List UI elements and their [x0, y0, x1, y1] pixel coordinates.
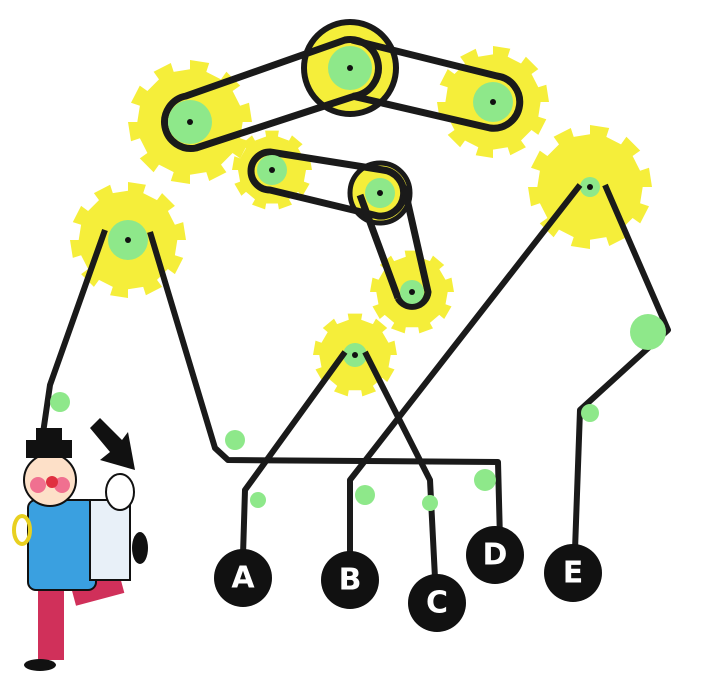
endpoint-circle: [214, 549, 272, 607]
belts: [161, 36, 524, 310]
endpoint-circle: [466, 526, 524, 584]
belt-middle: [247, 148, 408, 220]
clown-figure: [12, 418, 148, 671]
axle-dot: [587, 184, 593, 190]
endpoint-c[interactable]: C: [408, 574, 466, 632]
endpoint-circle: [408, 574, 466, 632]
endpoint-label: B: [339, 563, 362, 598]
string-to-E: [572, 183, 671, 551]
green-dot: [581, 404, 599, 422]
axle-dot: [125, 237, 131, 243]
string-to-D: [147, 231, 503, 541]
green-dot: [630, 314, 666, 350]
axle-dot: [409, 289, 415, 295]
axle-dot: [490, 99, 496, 105]
endpoint-circle: [544, 544, 602, 602]
endpoint-labels: A B CD E: [214, 526, 602, 632]
endpoint-a[interactable]: A: [214, 549, 272, 607]
axle-dot: [352, 352, 358, 358]
endpoint-circle: [321, 551, 379, 609]
endpoint-label: D: [483, 538, 508, 573]
string-to-clown: [39, 228, 108, 441]
green-dot: [225, 430, 245, 450]
axle-dot: [187, 119, 193, 125]
arrow-icon: [90, 418, 135, 470]
green-dot: [474, 469, 496, 491]
green-dot: [355, 485, 375, 505]
endpoint-label: C: [426, 586, 448, 621]
belt-right-top: [351, 36, 524, 132]
endpoint-label: A: [231, 561, 255, 596]
axle-dot: [269, 167, 275, 173]
string-to-B: [347, 183, 583, 555]
endpoint-b[interactable]: B: [321, 551, 379, 609]
endpoint-label: E: [563, 556, 584, 591]
endpoint-e[interactable]: E: [544, 544, 602, 602]
axle-dot: [347, 65, 353, 71]
green-dot: [50, 392, 70, 412]
belt-lower: [356, 185, 432, 310]
string-to-A: [240, 350, 348, 556]
green-dot: [250, 492, 266, 508]
green-dots: [50, 314, 666, 511]
strings: [39, 183, 671, 579]
endpoint-d[interactable]: D: [466, 526, 524, 584]
string-to-C: [362, 350, 438, 579]
green-dot: [422, 495, 438, 511]
axle-dot: [377, 190, 383, 196]
